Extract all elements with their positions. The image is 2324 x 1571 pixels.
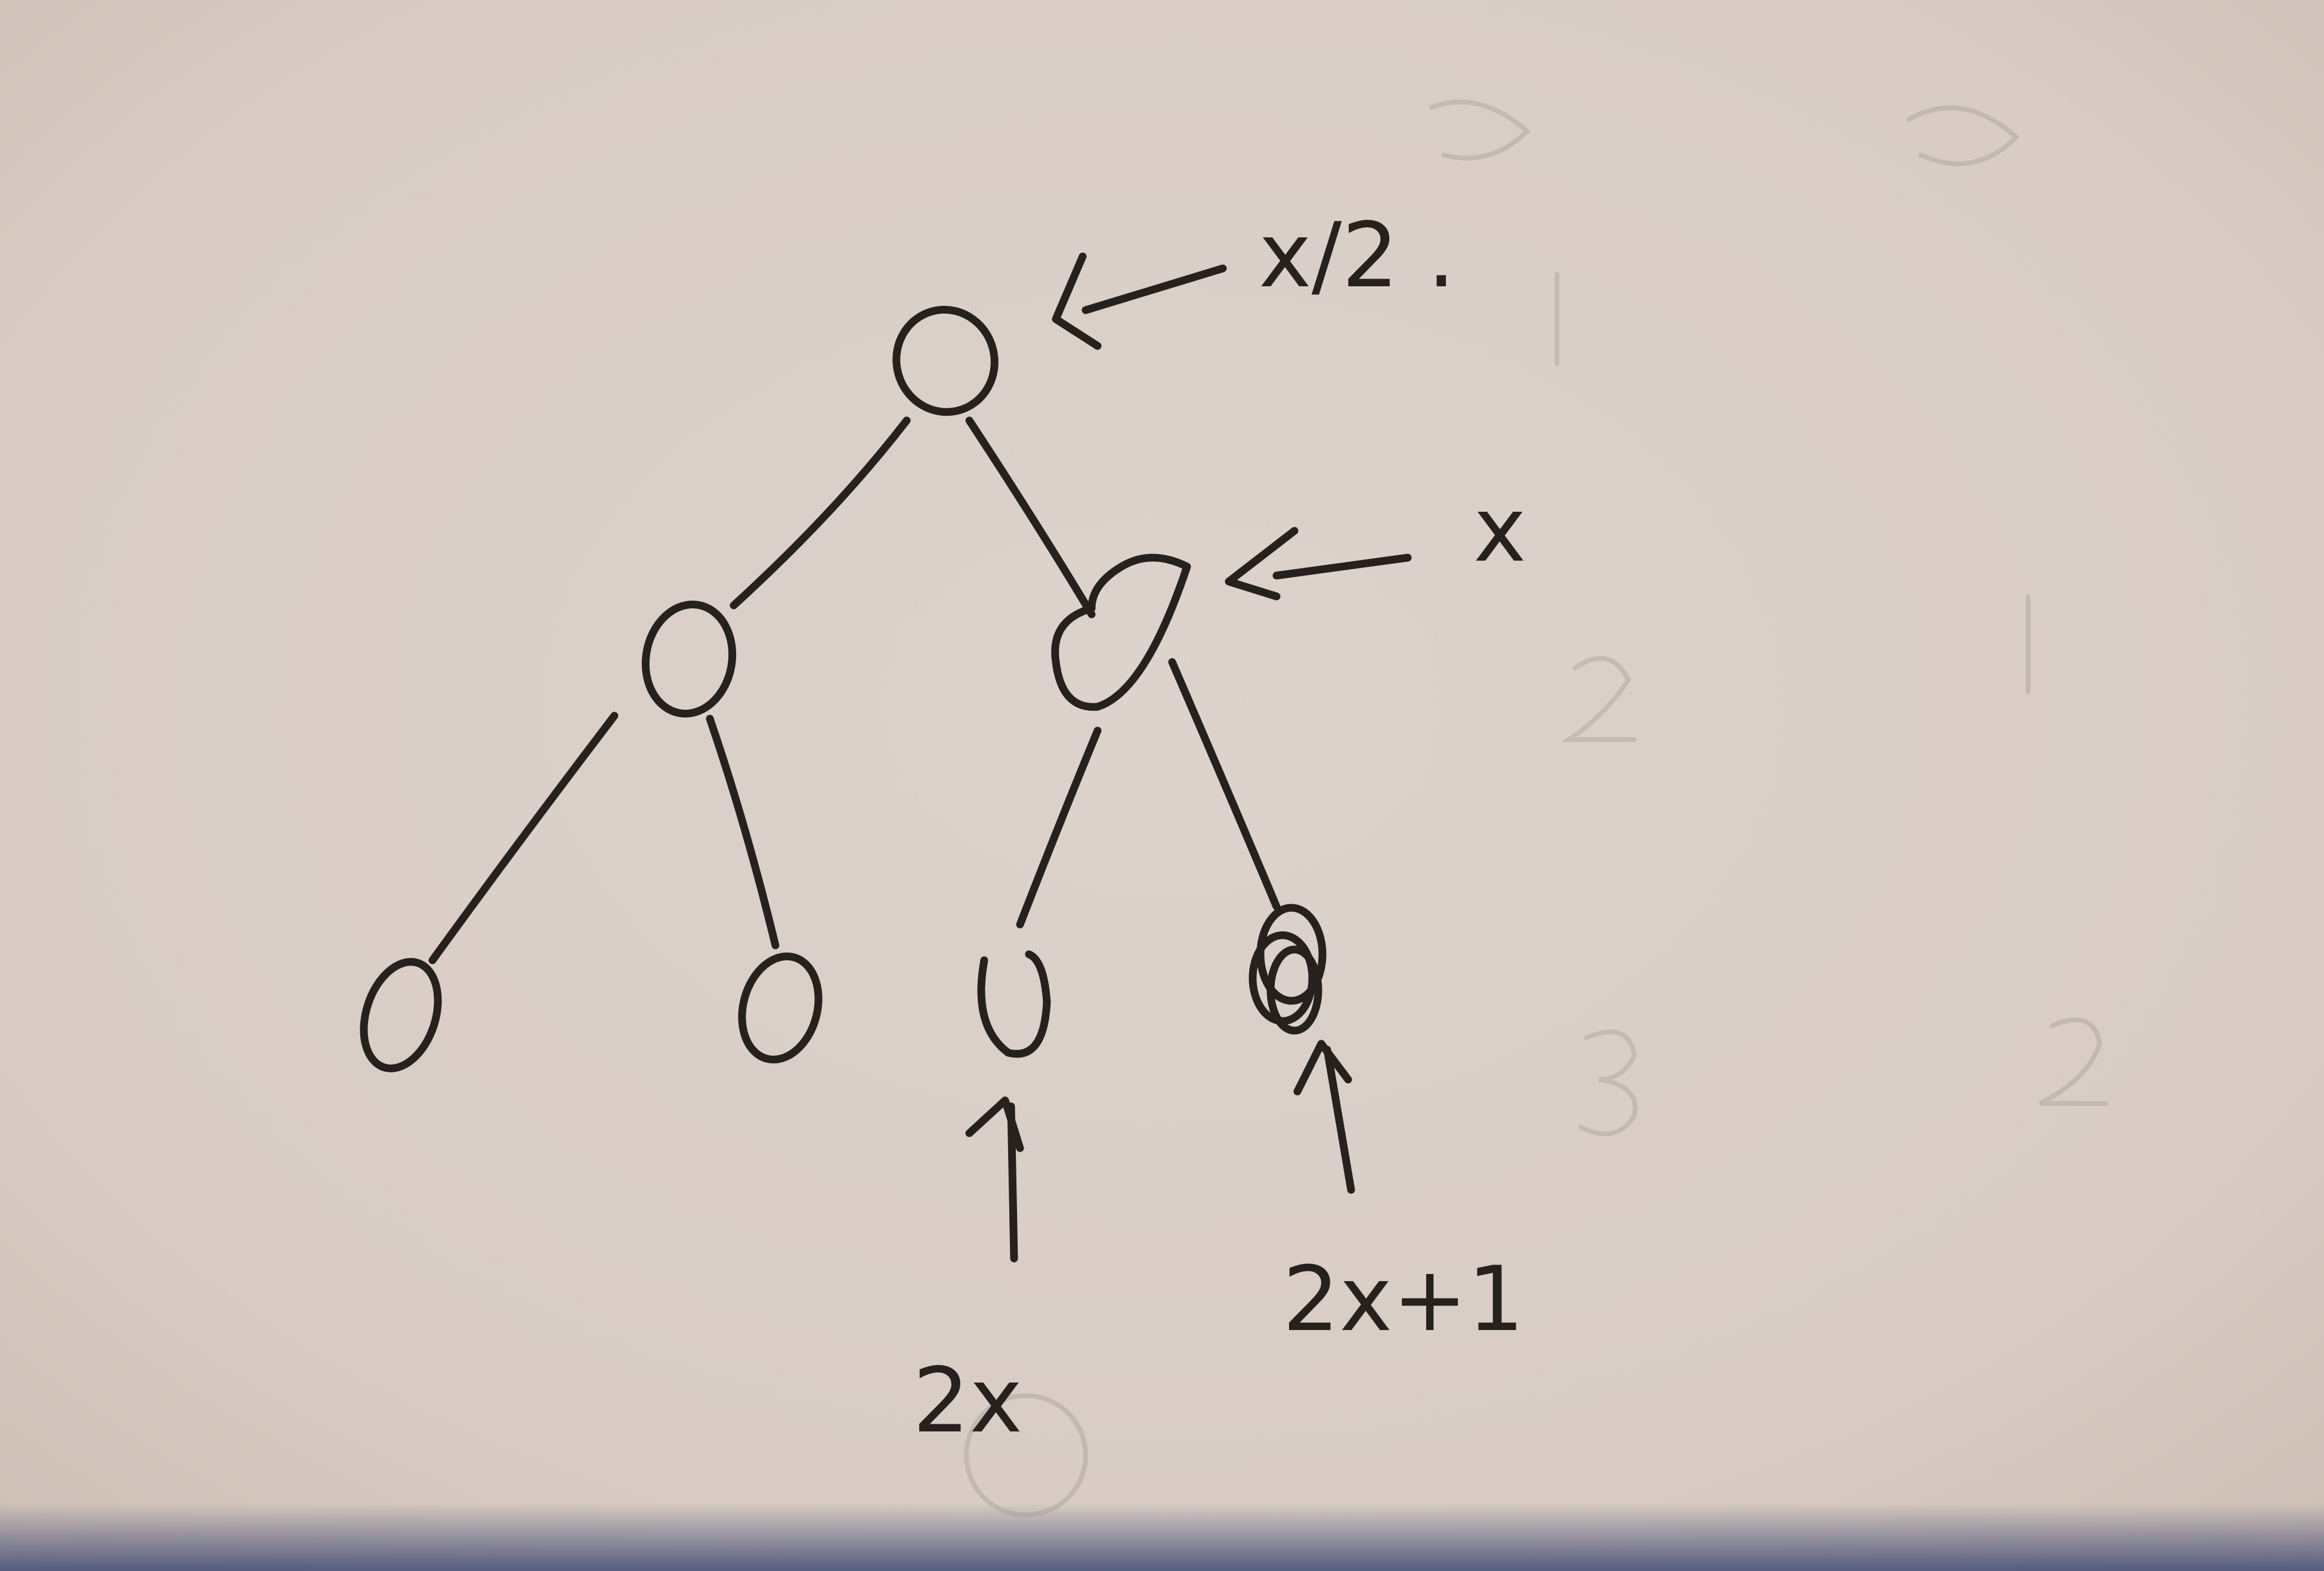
bottom-edge-shadow <box>0 1503 2324 1571</box>
label-parent: x/2 . <box>1259 204 1455 308</box>
annotation-labels: x/2 . x 2x 2x+1 <box>913 204 1526 1453</box>
bleed-through-marks <box>964 100 2108 1517</box>
tree-nodes <box>360 305 1327 1072</box>
node-leaf-3 <box>977 950 1051 1058</box>
annotation-arrows <box>965 252 1412 1263</box>
label-left-child: 2x <box>913 1349 1022 1453</box>
arrow-to-leaf-4 <box>1293 1040 1355 1194</box>
node-leaf-2 <box>738 952 823 1064</box>
arrow-to-leaf-3 <box>965 1096 1024 1263</box>
edge-root-left <box>730 416 911 610</box>
edge-left-leaf-1 <box>428 712 619 964</box>
node-root <box>892 305 999 416</box>
tree-edges <box>428 416 1281 964</box>
label-right-child: 2x+1 <box>1282 1248 1524 1352</box>
arrow-to-x-node <box>1225 527 1412 601</box>
node-x <box>1051 553 1191 711</box>
edge-x-node-leaf-4 <box>1168 658 1281 911</box>
arrow-to-root <box>1052 252 1227 350</box>
node-leaf-1 <box>360 958 442 1072</box>
label-current: x <box>1473 478 1526 582</box>
edge-x-node-leaf-3 <box>1016 726 1102 929</box>
edge-left-leaf-2 <box>706 715 780 950</box>
node-leaf-4 <box>1248 904 1327 1035</box>
edge-root-x-node <box>965 416 1096 618</box>
node-left <box>641 601 737 718</box>
